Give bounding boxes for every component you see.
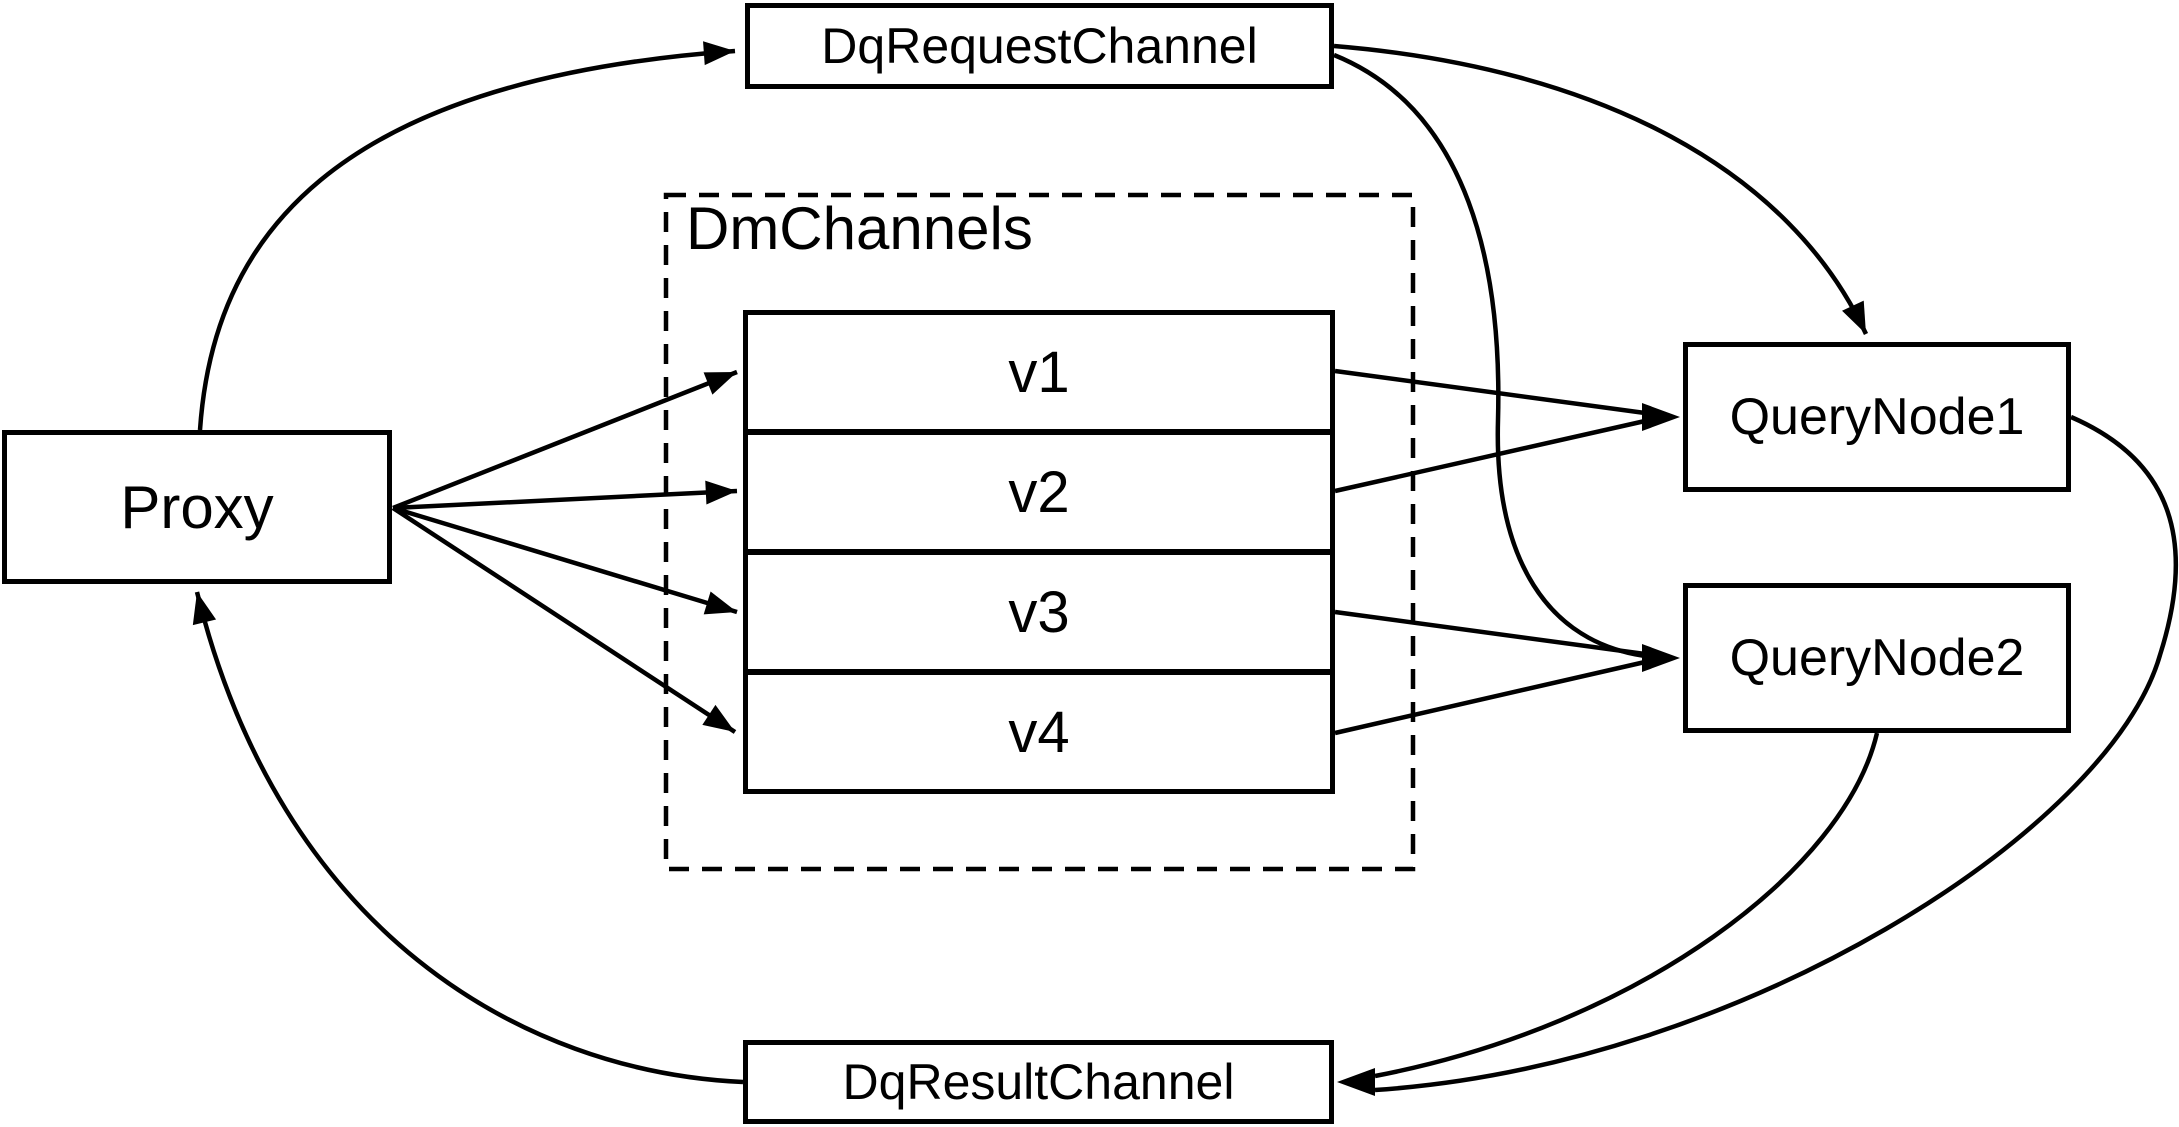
edge-proxy-to-v4 xyxy=(391,506,737,734)
edge-query-node2-to-dq-result-channel xyxy=(1374,732,1880,1079)
dm-channel-row-v2-label: v2 xyxy=(1008,459,1070,525)
edge-query-node1-to-dq-result-channel xyxy=(1374,414,2179,1093)
dm-channel-row-v1-label: v1 xyxy=(1008,339,1070,405)
node-proxy: Proxy xyxy=(2,430,392,584)
dm-channel-row-v3-label: v3 xyxy=(1008,579,1070,645)
edge-v4-to-query-node2 xyxy=(1334,659,1646,736)
dm-channel-row-v2: v2 xyxy=(748,429,1330,549)
node-proxy-label: Proxy xyxy=(120,473,274,541)
edge-proxy-to-dq-request-channel xyxy=(197,41,736,431)
edge-proxy-to-v1 xyxy=(392,369,738,511)
edge-dq-request-channel-to-query-node1 xyxy=(1333,43,1869,335)
node-dq-result-channel: DqResultChannel xyxy=(743,1040,1334,1124)
dm-channel-row-v4-label: v4 xyxy=(1008,699,1070,765)
dm-channels-group-label: DmChannels xyxy=(686,195,1033,262)
arrowhead-into-query-node2 xyxy=(1642,644,1680,672)
node-dq-request-channel-label: DqRequestChannel xyxy=(821,18,1258,74)
node-query-node1: QueryNode1 xyxy=(1683,342,2071,492)
dm-channels-table: v1 v2 v3 v4 xyxy=(743,310,1335,794)
dm-channel-row-v3: v3 xyxy=(748,549,1330,669)
edge-dq-request-channel-to-query-node2 xyxy=(1333,52,1646,659)
node-query-node1-label: QueryNode1 xyxy=(1729,388,2025,446)
edge-dq-result-channel-to-proxy xyxy=(192,591,744,1085)
edge-v2-to-query-node1 xyxy=(1334,418,1646,494)
dm-channel-row-v1: v1 xyxy=(748,315,1330,429)
edge-v3-to-query-node2 xyxy=(1334,609,1646,657)
edge-proxy-to-v2 xyxy=(392,480,738,511)
arrowhead-into-query-node1 xyxy=(1642,403,1680,431)
edge-v1-to-query-node1 xyxy=(1334,368,1646,416)
node-query-node2-label: QueryNode2 xyxy=(1729,629,2025,687)
dm-channel-row-v4: v4 xyxy=(748,669,1330,789)
node-dq-result-channel-label: DqResultChannel xyxy=(842,1054,1235,1110)
dm-channels-group-border xyxy=(663,192,1416,872)
arrowhead-into-dq-result-channel xyxy=(1337,1068,1375,1096)
edge-proxy-to-v3 xyxy=(392,505,738,615)
node-dq-request-channel: DqRequestChannel xyxy=(745,3,1334,89)
node-query-node2: QueryNode2 xyxy=(1683,583,2071,733)
